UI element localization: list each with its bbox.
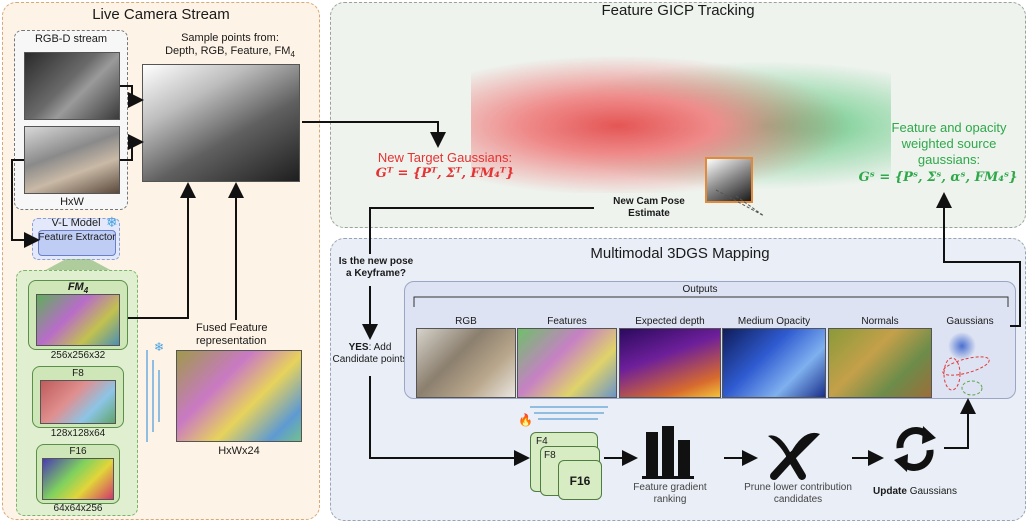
fused-bar-1 bbox=[146, 350, 148, 442]
feature-extractor-label: Feature Extractor bbox=[38, 232, 116, 243]
point-cloud-render bbox=[471, 43, 891, 193]
output-label-features: Features bbox=[547, 316, 587, 327]
fm4-image bbox=[36, 294, 120, 346]
output-depth-image bbox=[619, 328, 721, 398]
camera-frame-thumb bbox=[705, 157, 753, 203]
vl-model-label: V-L Model bbox=[51, 217, 101, 229]
sample-items: Depth, RGB, Feature, FM4 bbox=[165, 45, 295, 60]
f16-image bbox=[42, 458, 114, 500]
output-label-rgb: RGB bbox=[455, 316, 477, 327]
tracking-title: Feature GICP Tracking bbox=[601, 2, 755, 19]
output-gaussians-drawing bbox=[942, 332, 990, 396]
f8-image bbox=[40, 380, 116, 424]
target-title: New Target Gaussians: bbox=[377, 150, 513, 165]
tracking-panel bbox=[330, 2, 1026, 228]
f16-label: F16 bbox=[69, 446, 87, 457]
source-equation: Gˢ = {Pˢ, Σˢ, αˢ, FM₄ˢ} bbox=[858, 170, 1018, 185]
hxw-label: HxW bbox=[60, 196, 84, 208]
output-label-opacity: Medium Opacity bbox=[737, 316, 811, 327]
f4-label: F4 bbox=[536, 436, 548, 447]
output-label-depth: Expected depth bbox=[635, 316, 705, 327]
mapping-title: Multimodal 3DGS Mapping bbox=[590, 245, 770, 262]
output-opacity-image bbox=[722, 328, 826, 398]
f16-stack-card bbox=[558, 460, 602, 500]
source-title: Feature and opacity weighted source gaus… bbox=[891, 120, 1007, 167]
update-cycle-icon bbox=[894, 426, 936, 472]
fm4-label: FM4 bbox=[67, 281, 89, 296]
fused-feature-image bbox=[176, 350, 302, 442]
f8-stack-label: F8 bbox=[544, 450, 556, 461]
target-equation: Gᵀ = {Pᵀ, Σᵀ, FM₄ᵀ} bbox=[375, 166, 515, 181]
fused-bar-2 bbox=[152, 360, 154, 432]
output-normals-image bbox=[828, 328, 932, 398]
ranking-label: Feature gradient ranking bbox=[633, 482, 707, 505]
live-camera-title: Live Camera Stream bbox=[92, 6, 230, 23]
update-label: Update Gaussians bbox=[873, 486, 957, 497]
pose-label: New Cam Pose Estimate bbox=[613, 196, 685, 219]
f8-dim: 128x128x64 bbox=[50, 428, 106, 439]
output-label-gaussians: Gaussians bbox=[946, 316, 994, 327]
outputs-bracket bbox=[413, 296, 1009, 307]
fused-dim: HxWx24 bbox=[218, 445, 260, 457]
prune-label: Prune lower contribution candidates bbox=[744, 482, 852, 505]
fire-icon: 🔥 bbox=[518, 413, 533, 427]
fused-feature-label: Fused Feature representation bbox=[196, 322, 268, 347]
extractor-trapezoid bbox=[40, 259, 116, 273]
rgbd-stream-label: RGB-D stream bbox=[34, 33, 108, 45]
grad-bar-1 bbox=[530, 406, 608, 408]
f16-dim: 64x64x256 bbox=[53, 503, 103, 514]
keyframe-question: Is the new pose a Keyframe? bbox=[338, 256, 414, 279]
snowflake-icon: ❄ bbox=[154, 340, 165, 354]
output-features-image bbox=[517, 328, 617, 398]
pruner-icon bbox=[768, 432, 820, 480]
grad-bar-2 bbox=[534, 412, 604, 414]
grad-bar-3 bbox=[538, 418, 598, 420]
output-rgb-image bbox=[416, 328, 516, 398]
bar-chart-icon bbox=[642, 426, 694, 479]
sampled-points-image bbox=[142, 64, 300, 182]
rgb-image bbox=[24, 126, 120, 194]
snowflake-icon: ❄ bbox=[106, 214, 118, 230]
sample-label: Sample points from: bbox=[181, 32, 279, 44]
fm4-dim: 256x256x32 bbox=[50, 350, 106, 361]
output-label-normals: Normals bbox=[861, 316, 899, 327]
yes-label: YES: Add Candidate points bbox=[332, 342, 408, 365]
outputs-label: Outputs bbox=[682, 284, 718, 295]
fused-bar-3 bbox=[158, 370, 160, 422]
f8-label: F8 bbox=[72, 368, 84, 379]
depth-image bbox=[24, 52, 120, 120]
f16-stack-label: F16 bbox=[569, 474, 591, 488]
